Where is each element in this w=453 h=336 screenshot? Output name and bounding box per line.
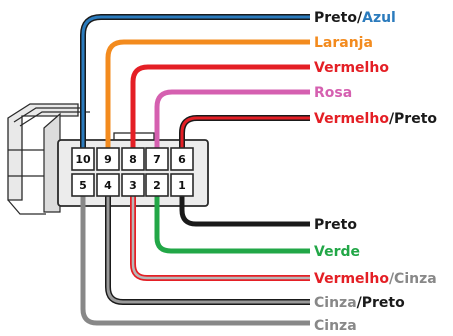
pin-number: 4 bbox=[104, 179, 112, 192]
pin-numbers: 10 9 8 7 6 5 4 3 2 1 bbox=[75, 153, 186, 192]
wires-bottom-row bbox=[80, 196, 310, 326]
connector-back-rib bbox=[7, 103, 79, 201]
wires-top-row bbox=[80, 14, 310, 148]
pin-cell-10 bbox=[71, 147, 95, 171]
pin-cell-1 bbox=[170, 173, 194, 197]
label-pin2: Verde bbox=[314, 244, 360, 260]
label-pin4: Cinza/Preto bbox=[314, 295, 405, 311]
pin-cells bbox=[71, 147, 194, 197]
label-pin7: Rosa bbox=[314, 85, 352, 101]
pin-number: 1 bbox=[178, 179, 186, 192]
label-part: Vermelho bbox=[314, 271, 389, 287]
pin-number: 7 bbox=[153, 153, 161, 166]
label-part: Cinza bbox=[314, 318, 357, 334]
pin-number: 10 bbox=[75, 153, 91, 166]
label-pin9: Laranja bbox=[314, 35, 373, 51]
label-pin8: Vermelho bbox=[314, 60, 389, 76]
connector-back-rib bbox=[7, 199, 46, 215]
wire-pin5 bbox=[80, 196, 310, 326]
pin-cell-9 bbox=[96, 147, 120, 171]
label-pin6: Vermelho/Preto bbox=[314, 111, 437, 127]
label-part: / bbox=[357, 10, 363, 26]
label-pin10: Preto/Azul bbox=[314, 10, 396, 26]
pin-number: 6 bbox=[178, 153, 186, 166]
pin-number: 8 bbox=[129, 153, 137, 166]
connector-side bbox=[43, 112, 61, 213]
pin-number: 5 bbox=[79, 179, 87, 192]
pin-cell-7 bbox=[145, 147, 169, 171]
label-part: Vermelho bbox=[314, 60, 389, 76]
label-part: Preto bbox=[314, 10, 357, 26]
wire-pin10 bbox=[80, 14, 310, 148]
pin-number: 9 bbox=[104, 153, 112, 166]
wire-pin3 bbox=[130, 196, 310, 281]
wire-pin2 bbox=[154, 196, 310, 254]
connector-back-rib bbox=[13, 107, 84, 123]
label-pin5: Cinza bbox=[314, 318, 357, 334]
label-part: /Preto bbox=[389, 111, 437, 127]
pin-cell-3 bbox=[121, 173, 145, 197]
wire-labels: Preto/Azul Laranja Vermelho Rosa Vermelh… bbox=[314, 10, 437, 334]
label-part: Vermelho bbox=[314, 111, 389, 127]
wire-pin7 bbox=[154, 89, 310, 148]
pin-cell-6 bbox=[170, 147, 194, 171]
wire-pin3-stripe bbox=[131, 196, 310, 280]
wire-pin6-stripe bbox=[180, 116, 310, 148]
wire-pin9 bbox=[105, 39, 310, 148]
label-part: Laranja bbox=[314, 35, 373, 51]
label-pin1: Preto bbox=[314, 217, 357, 233]
wire-pin1 bbox=[179, 196, 310, 227]
label-part: Rosa bbox=[314, 85, 352, 101]
label-part: Verde bbox=[314, 244, 360, 260]
wire-pin8 bbox=[130, 64, 310, 148]
pin-cell-5 bbox=[71, 173, 95, 197]
label-pin3: Vermelho/Cinza bbox=[314, 271, 437, 287]
pin-cell-4 bbox=[96, 173, 120, 197]
label-part: Preto bbox=[314, 217, 357, 233]
label-part: Cinza bbox=[314, 295, 357, 311]
wire-pin4-stripe bbox=[106, 196, 310, 304]
label-part: /Cinza bbox=[389, 271, 437, 287]
label-part: Azul bbox=[362, 10, 396, 26]
wire-pin10-stripe bbox=[81, 15, 310, 148]
pin-cell-8 bbox=[121, 147, 145, 171]
pin-number: 3 bbox=[129, 179, 137, 192]
label-part: /Preto bbox=[357, 295, 405, 311]
pin-cell-2 bbox=[145, 173, 169, 197]
pin-number: 2 bbox=[153, 179, 161, 192]
connector-back-rib bbox=[19, 111, 90, 127]
